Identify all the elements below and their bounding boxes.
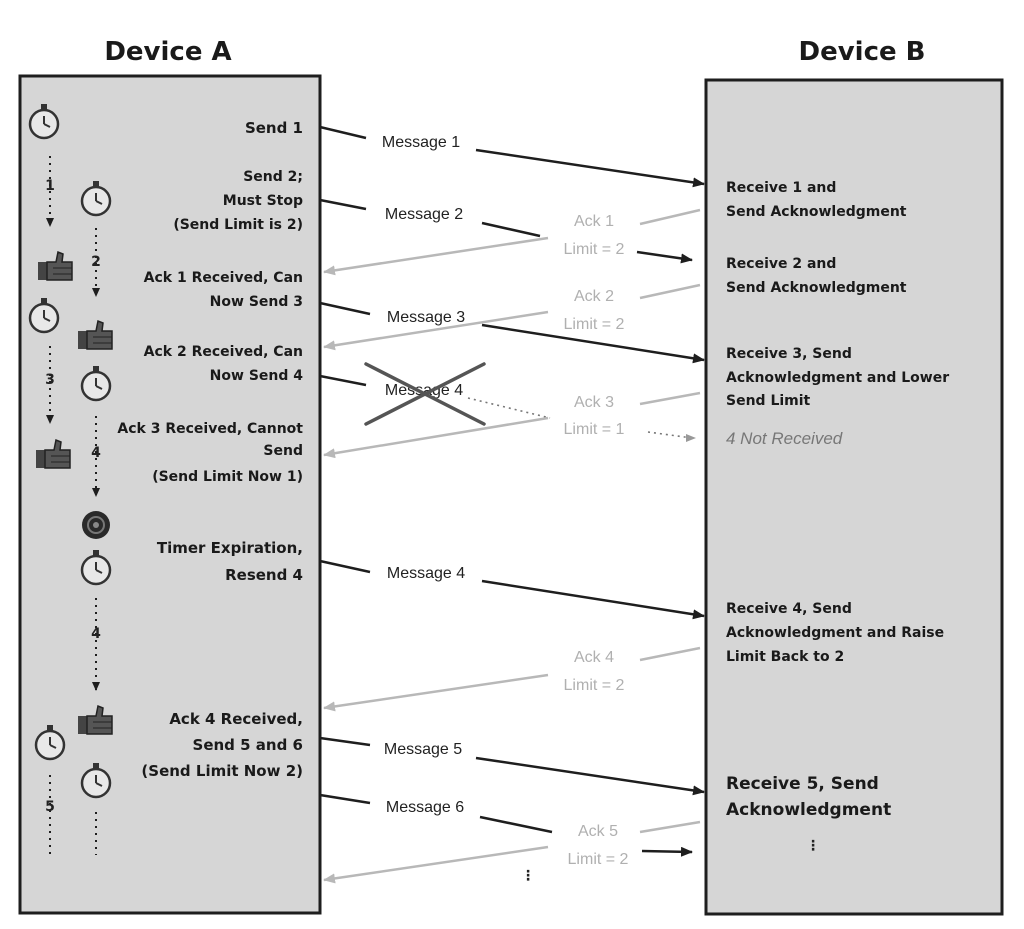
message-label: Message 4 <box>387 565 465 582</box>
device-a-title: Device A <box>104 37 231 67</box>
device-a-event: Send <box>263 443 303 459</box>
ack-label: Ack 4 <box>574 649 614 666</box>
timer-count: 5 <box>45 799 55 815</box>
device-a-event: Resend 4 <box>225 566 303 584</box>
device-a-event: Send 2; <box>243 169 303 185</box>
device-a-event: (Send Limit Now 1) <box>152 469 303 485</box>
timer-count: 1 <box>45 178 55 194</box>
device-a-event: Ack 2 Received, Can <box>144 344 303 360</box>
message-4-lost-path <box>647 431 693 439</box>
message-label: Message 3 <box>387 309 465 326</box>
timer-count: 2 <box>91 254 101 270</box>
ack-limit: Limit = 2 <box>564 241 625 258</box>
device-b-event: Receive 2 and <box>726 256 836 272</box>
continuation-dots: ⋮ <box>806 838 820 854</box>
device-b-event: Acknowledgment and Raise <box>726 625 944 641</box>
ack-5-arrow <box>324 820 701 880</box>
continuation-dots: ⋮ <box>521 868 535 884</box>
device-b-event: Acknowledgment <box>726 800 891 820</box>
device-b-event: Send Acknowledgment <box>726 204 907 220</box>
message-2-arrow <box>319 198 692 260</box>
device-a-event: Now Send 4 <box>210 368 304 384</box>
message-label: Message 4 <box>385 382 463 399</box>
timer-expired-icon <box>82 511 110 539</box>
ack-2-arrow <box>324 283 701 347</box>
lost-arrowhead <box>686 434 696 442</box>
device-a-event: Now Send 3 <box>210 294 303 310</box>
message-4-lost-path <box>467 397 551 419</box>
device-a-event: Send 5 and 6 <box>193 736 303 754</box>
message-4-resend-arrow <box>319 559 704 616</box>
device-b-event: Receive 5, Send <box>726 774 879 794</box>
device-a-event: (Send Limit is 2) <box>173 217 303 233</box>
ack-label: Ack 3 <box>574 394 614 411</box>
device-b-event: Acknowledgment and Lower <box>726 370 949 386</box>
message-label: Message 1 <box>382 134 460 151</box>
ack-label: Ack 5 <box>578 823 618 840</box>
device-a-event: Must Stop <box>223 193 303 209</box>
device-b-event: Send Limit <box>726 393 811 409</box>
device-a-panel <box>18 74 322 915</box>
message-4-lost-line <box>319 374 367 387</box>
ack-limit: Limit = 1 <box>564 421 625 438</box>
device-b-event: Limit Back to 2 <box>726 649 844 665</box>
device-b-event: Send Acknowledgment <box>726 280 907 296</box>
message-label: Message 6 <box>386 799 464 816</box>
ack-3-arrow <box>324 391 701 455</box>
message-5-arrow <box>319 736 704 792</box>
device-b-event: Receive 4, Send <box>726 601 852 617</box>
ack-limit: Limit = 2 <box>564 316 625 333</box>
timer-count: 4 <box>91 626 101 642</box>
ack-1-arrow <box>324 208 701 272</box>
device-a-event: Ack 3 Received, Cannot <box>117 421 303 437</box>
device-b-event: Receive 1 and <box>726 180 836 196</box>
device-a-event: Ack 1 Received, Can <box>144 270 303 286</box>
message-6-arrow <box>319 793 692 852</box>
timer-count: 3 <box>45 372 55 388</box>
ack-4-arrow <box>324 646 701 708</box>
timer-count: 4 <box>91 445 101 461</box>
ack-label: Ack 2 <box>574 288 614 305</box>
device-b-event-not-received: 4 Not Received <box>726 429 843 448</box>
device-b-panel <box>704 78 1004 916</box>
ack-label: Ack 1 <box>574 213 614 230</box>
lost-message-x-icon <box>364 362 486 426</box>
device-a-event: Timer Expiration, <box>157 539 303 557</box>
timer-tracks <box>46 156 100 855</box>
message-3-arrow <box>319 301 704 360</box>
message-label: Message 5 <box>384 741 462 758</box>
device-a-event: Send 1 <box>245 119 303 137</box>
message-label: Message 2 <box>385 206 463 223</box>
device-a-event: (Send Limit Now 2) <box>141 762 303 780</box>
ack-limit: Limit = 2 <box>564 677 625 694</box>
device-b-title: Device B <box>799 37 926 67</box>
message-1-arrow <box>319 125 704 184</box>
ack-limit: Limit = 2 <box>568 851 629 868</box>
device-a-event: Ack 4 Received, <box>169 710 303 728</box>
device-b-event: Receive 3, Send <box>726 346 852 362</box>
